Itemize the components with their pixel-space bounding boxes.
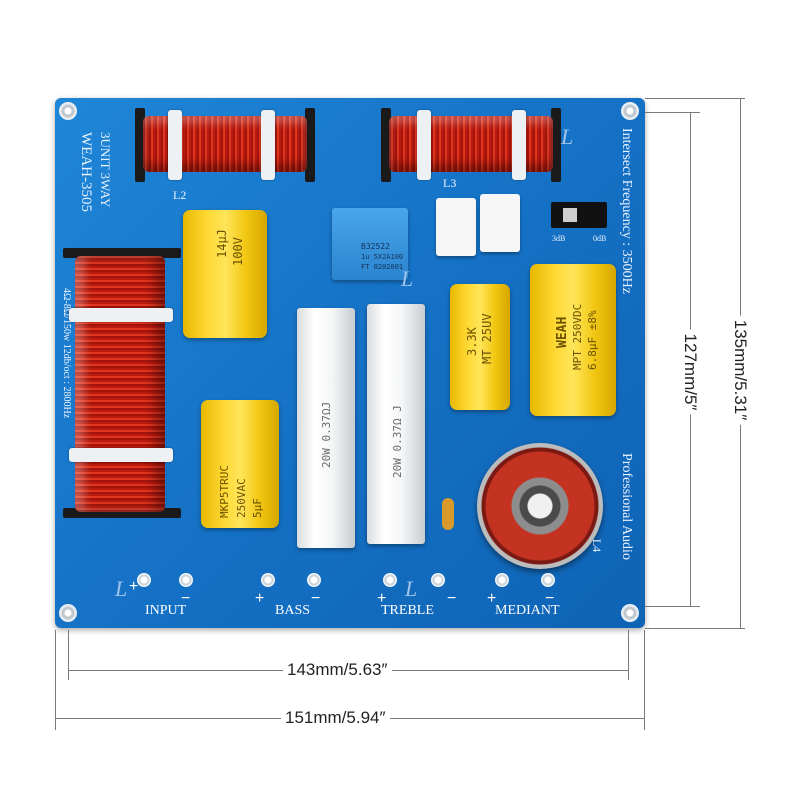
capacitor-c4 [530, 264, 616, 416]
inductor-coil-l4 [477, 443, 603, 569]
crossover-board: WEAH-3505 3UNIT 3WAY 4Ω-8Ω/150w 12db/oct… [55, 98, 645, 628]
intersect-frequency-label: Intersect Frequency : 3500Hz [619, 128, 634, 294]
input-label: INPUT [145, 603, 187, 618]
resistor-r2-value: 20W 0.37Ω J [391, 405, 404, 478]
cap-c4-brand: WEAH [555, 316, 570, 348]
bass-label: BASS [275, 603, 311, 618]
small-capacitor [442, 498, 454, 530]
dim-tick [644, 630, 645, 730]
cable-tie [168, 110, 182, 180]
resistor-r1-value: 20W 0.37ΩJ [320, 401, 333, 468]
cable-tie [69, 308, 173, 322]
coil-label-l3: L3 [443, 176, 457, 190]
cap-c2-type: MKP5TRUC [218, 465, 231, 518]
cable-tie [417, 110, 431, 180]
dim-outer-height: 135mm/5.31″ [730, 315, 750, 425]
cap-c1-voltage: 100V [231, 237, 245, 266]
capacitor-c3 [450, 284, 510, 410]
dim-tick [628, 630, 629, 680]
cap-c3-voltage: MT 25UV [480, 313, 494, 364]
blue-cap-line2: 1u 5X2A100 [361, 253, 404, 261]
inductor-coil-l1 [75, 256, 165, 512]
coil-label-l2: L2 [173, 188, 187, 202]
cable-tie [69, 448, 173, 462]
resistor-r1 [297, 308, 355, 548]
bass-minus-sign: − [311, 590, 321, 607]
coil-label-l4: L4 [590, 538, 605, 553]
bass-minus-terminal [307, 573, 321, 587]
dim-tick [645, 606, 700, 607]
mounting-hole [59, 102, 77, 120]
blue-cap-line3: FT 0202001 [361, 263, 404, 271]
treble-label: TREBLE [381, 603, 434, 618]
coil-mark-l: L [561, 124, 574, 149]
coil-flange [63, 508, 181, 518]
dim-tick [645, 112, 700, 113]
cap-c2-voltage: 250VAC [235, 478, 248, 518]
cable-tie [261, 110, 275, 180]
cap-c2-value: 5μF [251, 498, 264, 518]
coil-mark-l: L [401, 266, 414, 291]
capacitor-c2 [201, 400, 279, 528]
treble-plus-terminal [383, 573, 397, 587]
bass-plus-terminal [261, 573, 275, 587]
dim-tick [55, 630, 56, 730]
input-plus-terminal [137, 573, 151, 587]
switch-label-3db: 3dB [552, 234, 566, 243]
terminal-mark-l: L [405, 576, 418, 601]
brand-label: Professional Audio [619, 453, 634, 560]
cap-c4-value: 6.8μF ±8% [586, 310, 599, 370]
coil-flange [63, 248, 181, 258]
input-plus-sign: + [129, 578, 139, 595]
mounting-hole [621, 102, 639, 120]
blue-cap-line1: B32522 [361, 242, 390, 251]
dim-tick [68, 630, 69, 680]
coil-flange [305, 108, 315, 182]
treble-plus-sign: + [377, 590, 387, 607]
attenuation-switch [551, 202, 607, 228]
coil-flange [135, 108, 145, 182]
mediant-label: MEDIANT [495, 603, 560, 618]
mounting-hole [621, 604, 639, 622]
dim-inner-width: 143mm/5.63″ [283, 660, 392, 680]
terminal-mark-l: L [115, 576, 128, 601]
dim-tick [645, 98, 745, 99]
coil-flange [551, 108, 561, 182]
bass-plus-sign: + [255, 590, 265, 607]
mounting-hole [59, 604, 77, 622]
resistor-r2 [367, 304, 425, 544]
cap-c4-voltage: MPT 250VDC [571, 303, 584, 370]
white-block [436, 198, 476, 256]
white-block [480, 194, 520, 252]
capacitor-c1 [183, 210, 267, 338]
dim-inner-height: 127mm/5″ [680, 329, 700, 415]
film-capacitor-blue [332, 208, 408, 280]
coil-flange [381, 108, 391, 182]
treble-minus-terminal [431, 573, 445, 587]
inductor-coil-l3 [389, 116, 553, 172]
input-minus-terminal [179, 573, 193, 587]
mediant-minus-terminal [541, 573, 555, 587]
cable-tie [512, 110, 526, 180]
cap-c3-value: 3.3K [465, 327, 479, 356]
spec-label: 4Ω-8Ω/150w 12db/oct : 2800Hz [61, 288, 72, 419]
dim-tick [645, 628, 745, 629]
mediant-minus-sign: − [545, 590, 555, 607]
mediant-plus-sign: + [487, 590, 497, 607]
unit-label: 3UNIT 3WAY [98, 132, 113, 208]
mediant-plus-terminal [495, 573, 509, 587]
cap-c1-value: 14μJ [215, 229, 229, 258]
treble-minus-sign: − [447, 590, 457, 607]
switch-knob [563, 208, 577, 222]
input-minus-sign: − [181, 590, 191, 607]
switch-label-0db: 0dB [593, 234, 607, 243]
model-label: WEAH-3505 [78, 132, 94, 212]
dim-outer-width: 151mm/5.94″ [281, 708, 390, 728]
